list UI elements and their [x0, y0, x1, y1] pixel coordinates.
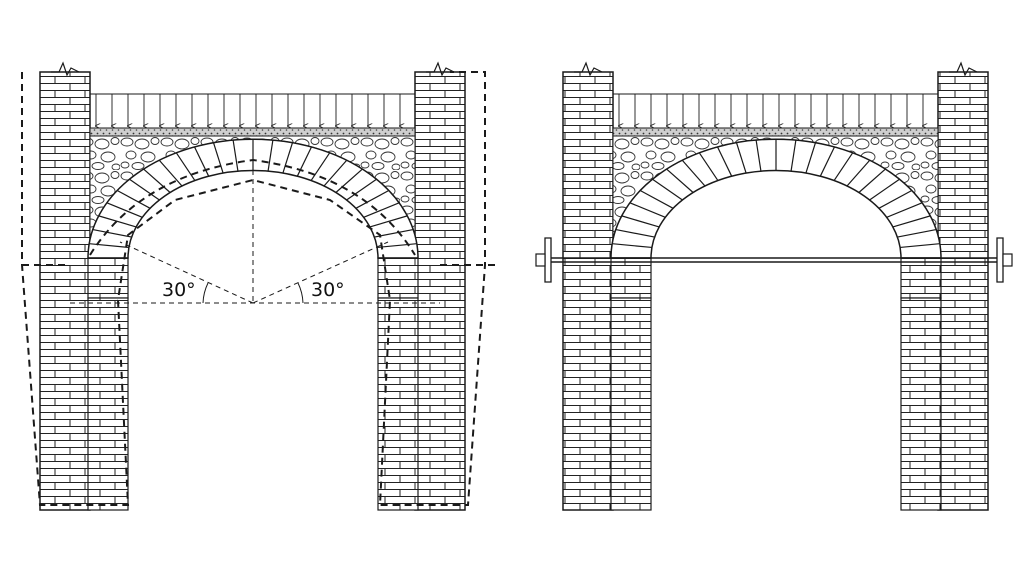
voussoir-joint — [629, 202, 666, 218]
right-pier — [937, 71, 989, 511]
angle-label-right: 30° — [311, 279, 345, 301]
right-break-symbol — [426, 61, 455, 77]
voussoir-joint — [846, 159, 871, 187]
radius-line-left — [119, 241, 254, 304]
anchor-nut-right — [1002, 253, 1013, 267]
voussoir-joint — [98, 215, 137, 228]
voussoir-joint — [232, 139, 239, 172]
voussoir-joint — [886, 202, 923, 218]
arch-ring — [87, 138, 419, 259]
left-break-symbol — [51, 61, 80, 77]
left-pier — [39, 71, 91, 511]
voussoir-joint — [193, 146, 210, 177]
voussoir-joint — [363, 202, 400, 218]
voussoir-joint — [681, 159, 706, 187]
voussoir-joint — [377, 243, 417, 249]
deformed-outline — [21, 71, 486, 506]
voussoir-joint — [666, 168, 694, 193]
gravel-slab — [612, 127, 939, 137]
voussoir-joint — [790, 139, 797, 172]
voussoir-joint — [698, 152, 719, 181]
voussoir-joint — [858, 168, 886, 193]
right-springing — [377, 257, 419, 299]
voussoir-joint — [621, 215, 660, 228]
voussoir-joint — [175, 152, 196, 181]
voussoir-joint — [106, 202, 143, 218]
voussoir-joint — [116, 189, 151, 209]
voussoir-joint — [282, 142, 294, 174]
voussoir-joint — [878, 189, 913, 209]
voussoir-joint — [335, 168, 363, 193]
voussoir-joint — [735, 142, 747, 174]
voussoir-joint — [897, 228, 937, 238]
left-jamb — [87, 297, 129, 511]
anchor-nut-left — [535, 253, 546, 267]
right-springing — [900, 257, 942, 299]
voussoir-joint — [869, 178, 900, 201]
voussoir-joint — [819, 146, 836, 177]
deformed-extrados — [89, 158, 416, 256]
angle-label-left: 30° — [162, 279, 196, 301]
left-jamb — [610, 297, 652, 511]
anchor-plate-left — [544, 237, 552, 283]
anchor-plate-right — [996, 237, 1004, 283]
voussoir-joint — [267, 139, 274, 172]
voussoir-joint — [369, 215, 408, 228]
voussoir-joint — [296, 146, 313, 177]
voussoir-joint — [92, 228, 132, 238]
voussoir-joint — [310, 152, 331, 181]
gravel-slab — [89, 127, 416, 137]
left-break-symbol — [574, 61, 603, 77]
voussoir-joint — [89, 243, 129, 249]
left-arch-panel — [21, 61, 498, 511]
radius-line-right — [252, 241, 389, 304]
voussoir-joint — [652, 178, 683, 201]
right-break-symbol — [949, 61, 978, 77]
voussoir-joint — [346, 178, 377, 201]
angle-arc-left — [202, 282, 209, 304]
voussoir-joint — [355, 189, 390, 209]
voussoir-joint — [900, 243, 940, 249]
arch-ring — [610, 138, 942, 259]
voussoir-joint — [612, 243, 652, 249]
voussoir-joint — [639, 189, 674, 209]
left-pier — [562, 71, 614, 511]
voussoir-joint — [158, 159, 183, 187]
voussoir-joint — [805, 142, 817, 174]
voussoir-joint — [143, 168, 171, 193]
voussoir-joint — [129, 178, 160, 201]
right-arch-panel — [535, 61, 1013, 511]
voussoir-joint — [716, 146, 733, 177]
right-jamb — [900, 297, 942, 511]
angle-arc-right — [297, 282, 304, 304]
voussoir-joint — [755, 139, 762, 172]
voussoir-joint — [615, 228, 655, 238]
voussoir-joint — [892, 215, 931, 228]
voussoir-joint — [212, 142, 224, 174]
voussoir-joint — [833, 152, 854, 181]
right-pier — [414, 71, 466, 511]
left-springing — [610, 257, 652, 299]
voussoir-joint — [323, 159, 348, 187]
